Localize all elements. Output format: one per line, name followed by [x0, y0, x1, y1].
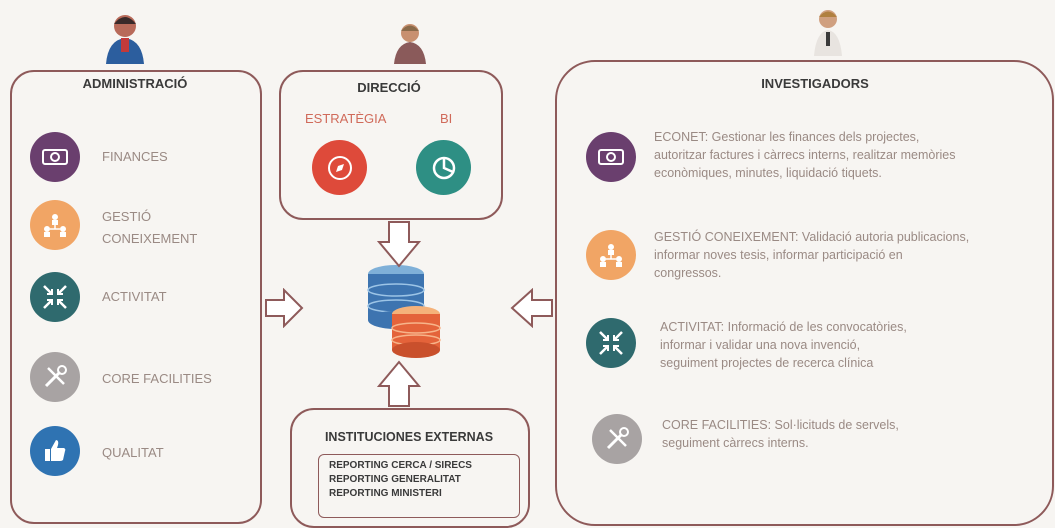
- compass-icon: [312, 140, 367, 195]
- reporting-line: REPORTING GENERALITAT: [329, 474, 461, 485]
- reporting-line: REPORTING MINISTERI: [329, 488, 442, 499]
- inv-activitat-icon: [586, 318, 636, 368]
- inv-core-facilities-text: CORE FACILITIES: Sol·licituds de servels…: [662, 418, 899, 450]
- inv-coneixement-text: GESTIÓ CONEIXEMENT: Validació autoria pu…: [654, 230, 970, 280]
- administracio-panel: [10, 70, 262, 524]
- investigadors-panel: [555, 60, 1054, 526]
- externes-reporting-list: REPORTING CERCA / SIRECS REPORTING GENER…: [318, 454, 520, 518]
- admin-person-icon: [106, 15, 144, 64]
- admin-coneixement-icon: [30, 200, 80, 250]
- inv-econet-text: ECONET: Gestionar les finances dels proj…: [654, 130, 956, 180]
- investigadors-title: INVESTIGADORS: [761, 76, 869, 91]
- investigadors-person-icon: [814, 10, 842, 56]
- admin-finances-label: FINANCES: [102, 149, 168, 164]
- arrow-down-icon: [377, 221, 421, 268]
- inv-coneixement-icon: [586, 230, 636, 280]
- inv-econet-icon: [586, 132, 636, 182]
- admin-core-facilities-icon: [30, 352, 80, 402]
- direccio-panel: [279, 70, 503, 220]
- arrow-left-icon: [510, 288, 553, 328]
- direccio-person-icon: [394, 24, 426, 64]
- admin-activitat-label: ACTIVITAT: [102, 289, 167, 304]
- admin-finances-icon: [30, 132, 80, 182]
- arrow-right-icon: [265, 288, 304, 328]
- direccio-bi-label: BI: [440, 111, 453, 126]
- externes-title: INSTITUCIONES EXTERNAS: [324, 430, 494, 444]
- admin-core-facilities-label: CORE FACILITIES: [102, 371, 212, 386]
- externes-panel: [290, 408, 530, 528]
- inv-activitat-text: ACTIVITAT: Informació de les convocatòri…: [660, 320, 907, 370]
- admin-activitat-icon: [30, 272, 80, 322]
- admin-qualitat-icon: [30, 426, 80, 476]
- reporting-line: REPORTING CERCA / SIRECS: [329, 460, 472, 471]
- arrow-up-icon: [377, 360, 421, 407]
- direccio-estrategia-label: ESTRATÈGIA: [305, 111, 387, 126]
- admin-qualitat-label: QUALITAT: [102, 445, 164, 460]
- inv-core-facilities-icon: [592, 414, 642, 464]
- admin-coneixement-label: GESTIÓ CONEIXEMENT: [102, 209, 198, 246]
- direccio-title: DIRECCIÓ: [357, 80, 421, 95]
- administracio-title: ADMINISTRACIÓ: [60, 76, 210, 91]
- database-icon: [367, 265, 441, 358]
- pie-chart-icon: [416, 140, 471, 195]
